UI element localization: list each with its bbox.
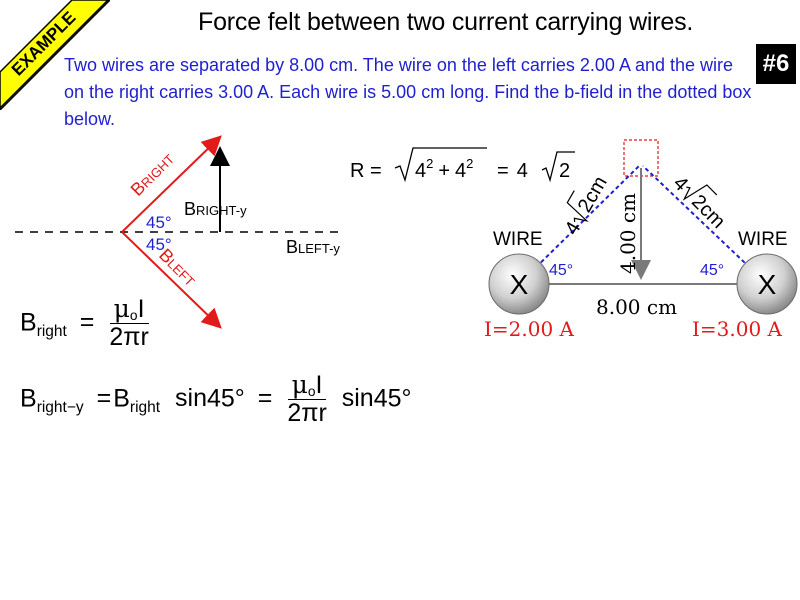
b-left-vector <box>121 231 222 329</box>
angle-bottom-label: 45° <box>146 235 172 254</box>
svg-text:=4: =4 <box>497 160 528 182</box>
page-title: Force felt between two current carrying … <box>198 8 694 36</box>
b-right-label: BRIGHT <box>127 149 178 200</box>
svg-text:42+42: 42+42 <box>415 156 473 182</box>
svg-text:2: 2 <box>559 160 570 182</box>
separation-label: 8.00 cm <box>596 295 677 319</box>
r-equation: R = 42+42 =4 2 <box>350 147 575 183</box>
right-wire-label: WIRE <box>738 229 788 250</box>
svg-text:R =: R = <box>350 160 382 182</box>
problem-number-badge: #6 <box>756 44 796 84</box>
right-current-label: I=3.00 A <box>692 317 783 341</box>
sqrt-sign <box>394 147 487 183</box>
right-wire <box>736 253 798 315</box>
b-right-vector <box>121 135 222 233</box>
left-current-label: I=2.00 A <box>484 317 575 341</box>
example-banner: EXAMPLE <box>0 0 110 110</box>
left-hypotenuse-label: 4 2cm <box>561 173 612 239</box>
svg-text:4: 4 <box>669 172 692 195</box>
vector-diagram: BRIGHT BLEFT 45° 45° BRIGHT-y BLEFT-y <box>15 135 345 329</box>
svg-text:2cm: 2cm <box>574 173 612 217</box>
right-into-page-icon: X <box>758 269 777 300</box>
right-hypotenuse <box>642 165 766 283</box>
svg-text:2cm: 2cm <box>687 191 729 233</box>
left-angle-label: 45° <box>549 262 573 279</box>
right-angle-label: 45° <box>700 262 724 279</box>
b-right-fraction: μoI 2πr <box>109 294 149 352</box>
angle-top-label: 45° <box>146 213 172 232</box>
problem-statement: Two wires are separated by 8.00 cm. The … <box>64 55 752 129</box>
b-right-y-fraction: μoI 2πr <box>287 370 327 428</box>
left-wire-label: WIRE <box>493 229 543 250</box>
b-right-y-equation: Bright−y =Bright sin45° = μoI 2πr sin45° <box>20 370 412 428</box>
height-label: 4.00 cm <box>616 193 640 274</box>
left-wire <box>488 253 550 315</box>
b-left-y-label: BLEFT-y <box>286 237 340 257</box>
b-right-y-label: BRIGHT-y <box>184 199 247 219</box>
left-into-page-icon: X <box>510 269 529 300</box>
wires-diagram: X X WIRE WIRE 45° 45° 8.00 cm 4.00 cm I=… <box>484 139 798 341</box>
b-right-equation: Bright = μoI 2πr <box>20 294 153 352</box>
